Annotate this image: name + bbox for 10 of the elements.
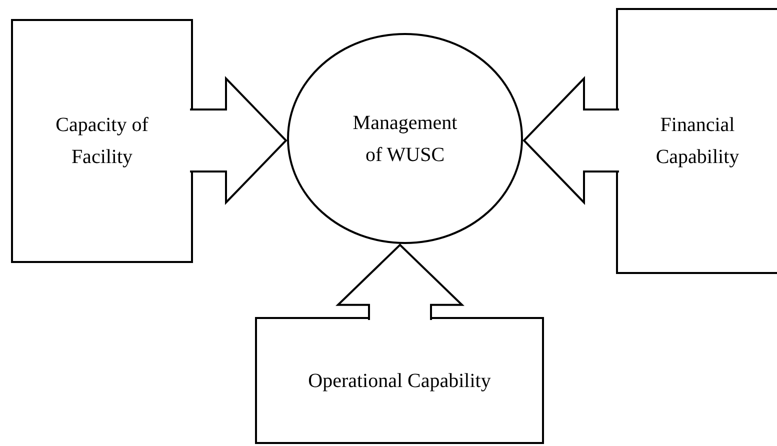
block-arrow — [336, 244, 464, 321]
block-arrow — [522, 76, 620, 205]
block-arrow — [189, 76, 288, 205]
node-label: Operational Capability — [307, 368, 492, 394]
factor-box — [255, 317, 544, 444]
factor-box — [616, 8, 777, 274]
node-label: Capacity of Facility — [54, 113, 150, 170]
factor-box — [11, 19, 193, 263]
node-label: Financial Capability — [654, 113, 740, 170]
node-label: Management of WUSC — [352, 110, 458, 168]
